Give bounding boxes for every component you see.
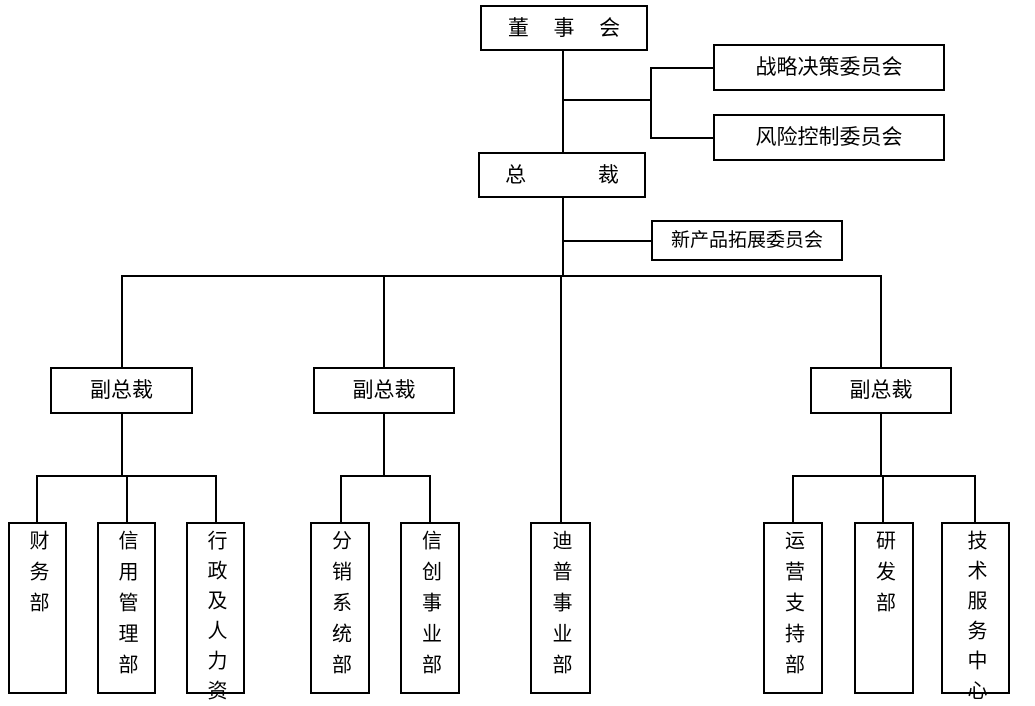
node-tech-service-center-label: 技术服务中心 [964,530,988,706]
connector-vp3-to-ops [792,475,794,524]
node-board-label: 董 事 会 [507,15,630,40]
connector-board-to-president [562,50,564,152]
connector-to-new-product-committee [562,240,652,242]
connector-vp2-to-distribution [340,475,342,524]
node-admin-hr-dept-label: 行政及人力资源部 [204,530,228,706]
connector-vp3-stem [880,414,882,476]
node-risk-committee[interactable]: 风险控制委员会 [713,114,945,161]
connector-main-distribution-bar [122,275,882,277]
node-admin-hr-dept[interactable]: 行政及人力资源部 [186,522,245,706]
node-credit-mgmt-dept[interactable]: 信用管理部 [97,522,156,694]
node-president-label: 总 裁 [505,162,628,187]
node-finance-dept-label: 财务部 [26,530,50,623]
node-distribution-dept[interactable]: 分销系统部 [310,522,370,694]
connector-president-trunk [562,198,564,276]
node-vp2-label: 副总裁 [352,378,416,403]
connector-drop-vp2 [383,275,385,367]
node-new-product-committee[interactable]: 新产品拓展委员会 [651,220,843,261]
node-ops-support-dept[interactable]: 运营支持部 [763,522,823,694]
node-vp3-label: 副总裁 [849,378,913,403]
node-tech-service-center[interactable]: 技术服务中心 [941,522,1010,706]
node-rnd-dept[interactable]: 研发部 [854,522,914,694]
connector-drop-vp3 [880,275,882,367]
connector-vp3-to-rnd [882,475,884,524]
connector-vp1-to-credit [126,475,128,524]
connector-to-strategy-committee [650,67,714,69]
connector-vp2-to-xinchuang [429,475,431,524]
node-vp1[interactable]: 副总裁 [50,367,193,414]
connector-drop-dptech [560,275,562,524]
connector-vp3-to-tech-service [974,475,976,524]
node-xinchuang-dept[interactable]: 信创事业部 [400,522,460,694]
node-credit-mgmt-dept-label: 信用管理部 [115,530,139,685]
node-dptech-dept-label: 迪普事业部 [549,530,573,685]
node-finance-dept[interactable]: 财务部 [8,522,67,694]
connector-vp1-stem [121,414,123,476]
node-board[interactable]: 董 事 会 [480,5,648,51]
connector-vp1-to-admin-hr [215,475,217,524]
node-dptech-dept[interactable]: 迪普事业部 [530,522,591,694]
node-risk-committee-label: 风险控制委员会 [755,125,903,150]
node-vp3[interactable]: 副总裁 [810,367,952,414]
connector-vp2-bus [340,475,430,477]
connector-committee-bus [650,68,652,138]
node-president[interactable]: 总 裁 [478,152,646,198]
connector-drop-vp1 [121,275,123,367]
node-new-product-committee-label: 新产品拓展委员会 [670,228,823,251]
node-vp2[interactable]: 副总裁 [313,367,455,414]
node-xinchuang-dept-label: 信创事业部 [418,530,443,685]
node-strategy-committee-label: 战略决策委员会 [755,55,903,80]
node-rnd-dept-label: 研发部 [872,530,897,623]
connector-board-to-committee-bus [562,99,652,101]
node-strategy-committee[interactable]: 战略决策委员会 [713,44,945,91]
connector-to-risk-committee [650,137,714,139]
connector-vp2-stem [383,414,385,476]
connector-vp1-to-finance [36,475,38,524]
node-ops-support-dept-label: 运营支持部 [781,530,806,685]
node-vp1-label: 副总裁 [90,378,153,403]
node-distribution-dept-label: 分销系统部 [328,530,353,685]
